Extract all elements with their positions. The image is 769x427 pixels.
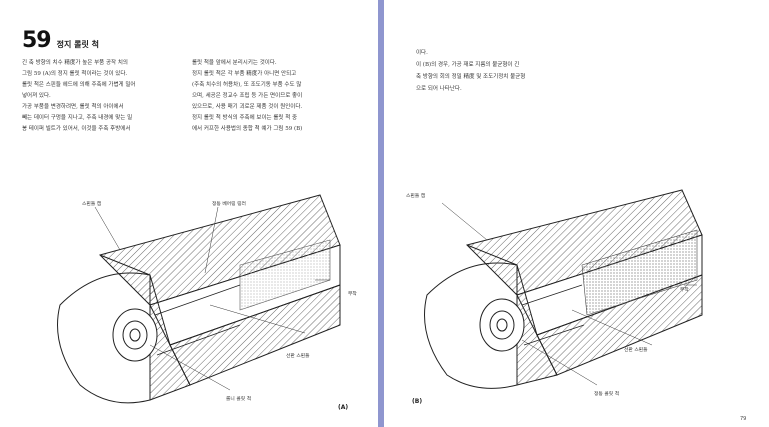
text-line: 봉 테이퍼 빌트가 있어서, 이것을 주축 후방에서 [22, 126, 131, 132]
text-line: 정지 롤릿 척 방식의 주축에 보이는 롤릿 척 중 [192, 115, 298, 121]
callout-wire: 부착 [348, 292, 357, 297]
text-line: 빼는 데이터 구멍을 지나고, 주축 내경에 맞는 밀 [22, 115, 133, 121]
left-page: 59 정지 롤릿 척 긴 축 방향의 치수 精度가 높은 부품 공작 치의 그림… [0, 0, 378, 427]
chapter-number: 59 [22, 28, 52, 53]
figure-a-label: (A) [338, 404, 349, 411]
callout-spindle-cap: 스핀들 캡 [406, 194, 426, 199]
text-line: 있으므로, 사용 매기 괴로운 제품 것이 원인이다. [192, 104, 303, 110]
text-line: 이다. [416, 50, 428, 56]
text-line: 긴 축 방향의 치수 精度가 높은 부품 공작 치의 [22, 60, 128, 66]
text-line: 롤릿 척을 앞에서 분리시키는 것이다. [192, 60, 277, 66]
callout-spindle-sleeve: 선판 스핀들 [286, 354, 310, 359]
left-text-column-2: 롤릿 척을 앞에서 분리시키는 것이다. 정지 롤릿 척은 각 부품 精度가 아… [192, 58, 362, 135]
text-line: 가공 부품을 변경하려면, 롤릿 척의 아이에서 [22, 104, 124, 110]
callout-stop-bushing: 정동 베어링 링러 [212, 202, 246, 207]
chapter-title: 정지 롤릿 척 [56, 40, 99, 49]
chapter-heading: 59 정지 롤릿 척 [22, 28, 99, 53]
page-number: 79 [740, 416, 747, 422]
text-line: 넣어져 있다. [22, 93, 51, 99]
callout-collet: 정동 콜릿 척 [594, 392, 620, 397]
callout-wire: 부착 [680, 288, 689, 293]
text-line: 축 방향의 회의 정밀 精度 및 조도기정치 불균형 [416, 74, 526, 80]
figure-b-drawing [424, 189, 703, 389]
left-text-column-1: 긴 축 방향의 치수 精度가 높은 부품 공작 치의 그림 59 (A)의 정지… [22, 58, 182, 135]
text-line: (주축 치수의 허용차), 또 조도기동 부품 수도 많 [192, 82, 302, 88]
text-line: 그림 59 (A)의 정지 롤릿 척이라는 것이 있다. [22, 71, 128, 77]
callout-collet: 롤니 콜릿 척 [226, 397, 252, 402]
text-line: 정지 롤릿 척은 각 부품 精度가 아니면 안되고 [192, 71, 297, 77]
figure-b-label: (B) [412, 398, 423, 405]
callout-spindle-cap: 스핀들 캡 [82, 202, 102, 207]
text-line: 에서 커프한 사용법의 종합 척 예가 그림 59 (B) [192, 126, 303, 132]
text-line: 으로 되어 나타난다. [416, 86, 462, 92]
book-spine [378, 0, 384, 427]
right-text-column: 이다. 이 (B)의 경우, 가공 재료 지름의 불균형이 긴 축 방향의 회의… [416, 48, 616, 96]
callout-spindle-sleeve: 선판 스핀들 [624, 348, 648, 353]
right-page: 이다. 이 (B)의 경우, 가공 재료 지름의 불균형이 긴 축 방향의 회의… [384, 0, 769, 427]
figure-a-drawing [57, 194, 341, 404]
text-line: 이 (B)의 경우, 가공 재료 지름의 불균형이 긴 [416, 62, 520, 68]
text-line: 롤릿 척은 스핀들 헤드에 의해 주축에 가볍게 밀어 [22, 82, 136, 88]
text-line: 으며, 세공은 정교수 조립 등 가든 면이므로 좋이 [192, 93, 303, 99]
